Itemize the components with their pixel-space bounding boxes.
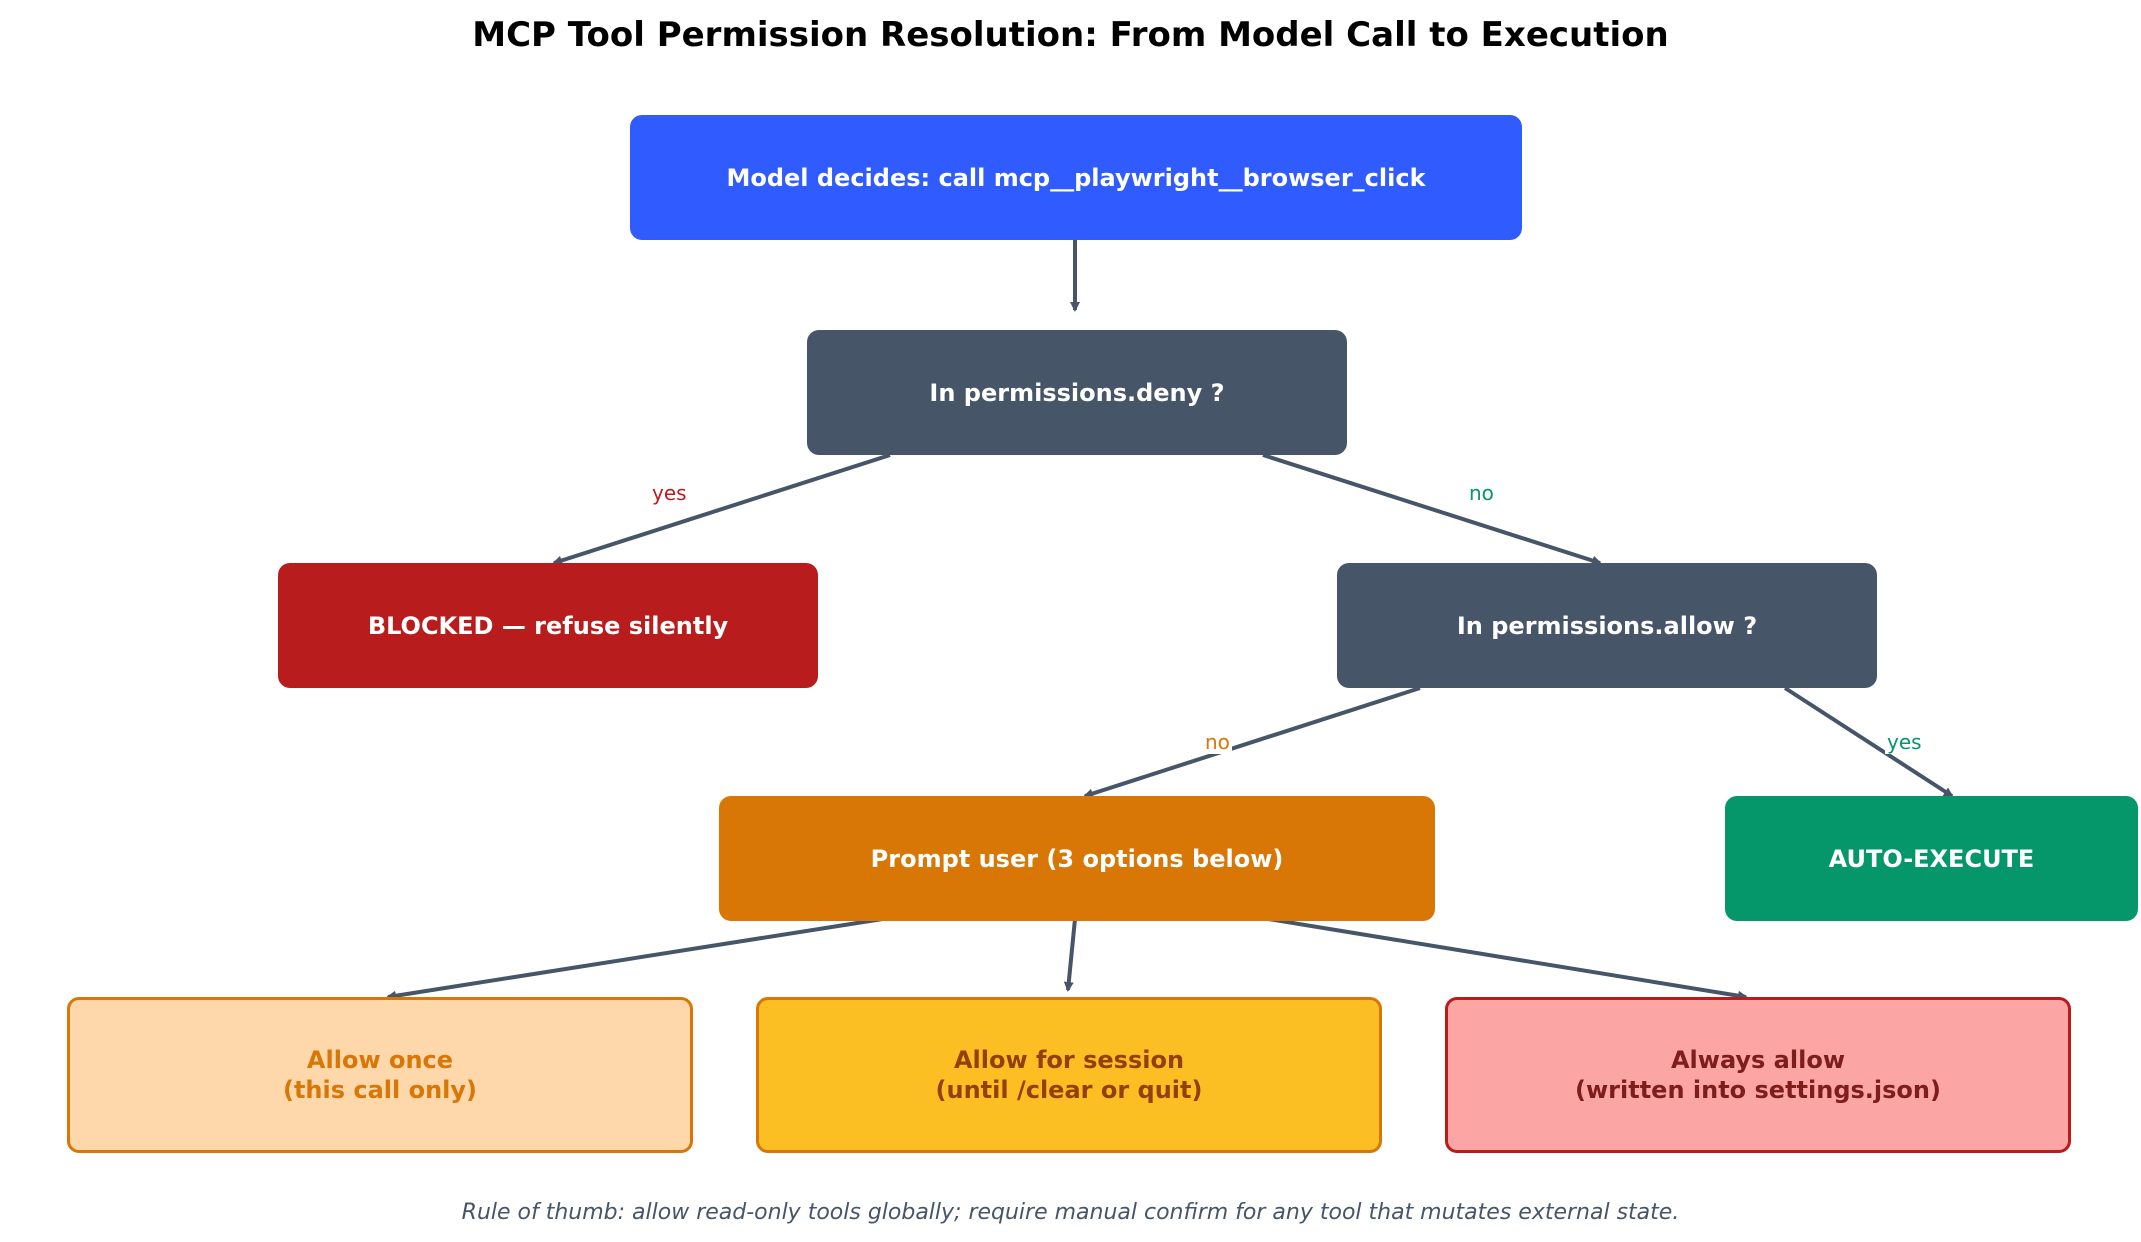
auto-execute-node: AUTO-EXECUTE: [1725, 796, 2138, 921]
allow-session-option: Allow for session (until /clear or quit): [756, 997, 1382, 1153]
edge-label-deny-yes: yes: [650, 481, 689, 505]
diagram-title: MCP Tool Permission Resolution: From Mod…: [472, 15, 1669, 55]
edge-deny-to-allow: [1262, 453, 1602, 566]
edge-label-allow-yes: yes: [1885, 730, 1924, 754]
edge-allow-to-auto: [1783, 686, 1954, 798]
edge-prompt-to-once: [386, 915, 896, 1001]
deny-check-node: In permissions.deny ?: [807, 330, 1347, 455]
blocked-node: BLOCKED — refuse silently: [278, 563, 818, 688]
allow-once-option: Allow once (this call only): [67, 997, 693, 1153]
allow-check-node: In permissions.allow ?: [1337, 563, 1877, 688]
edge-allow-to-prompt: [1083, 686, 1421, 799]
prompt-user-node: Prompt user (3 options below): [719, 796, 1435, 921]
model-decides-node: Model decides: call mcp__playwright__bro…: [630, 115, 1522, 240]
edge-prompt-to-always: [1255, 915, 1748, 1001]
edge-label-deny-no: no: [1467, 481, 1496, 505]
always-allow-option: Always allow (written into settings.json…: [1445, 997, 2071, 1153]
edge-label-allow-no: no: [1203, 730, 1232, 754]
footer-note: Rule of thumb: allow read-only tools glo…: [461, 1200, 1680, 1225]
edge-prompt-to-session: [1063, 918, 1077, 992]
edge-deny-to-blocked: [552, 453, 891, 566]
